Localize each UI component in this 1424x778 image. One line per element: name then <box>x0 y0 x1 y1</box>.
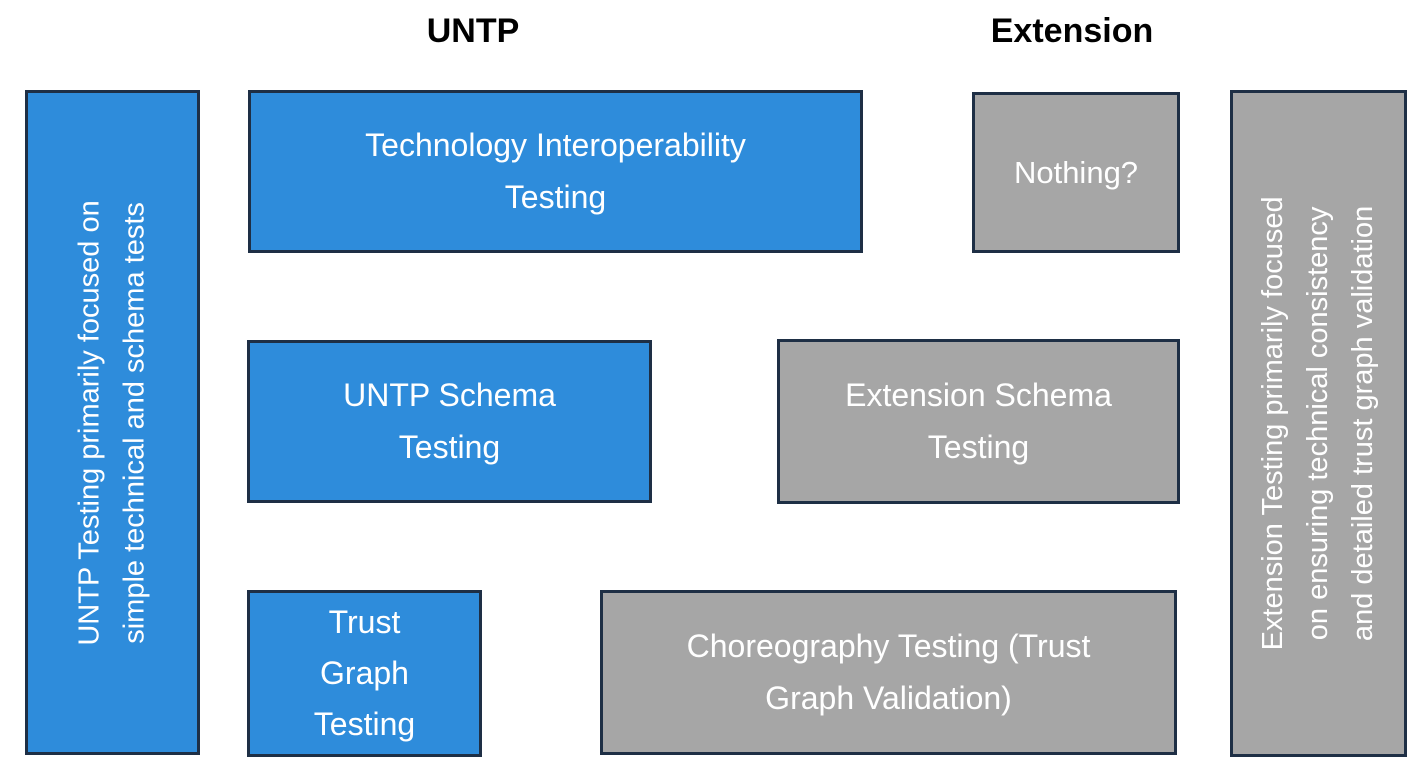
nothing-box: Nothing? <box>972 92 1180 253</box>
untp-summary-bar: UNTP Testing primarily focused on simple… <box>25 90 200 755</box>
extension-schema-line-1: Extension Schema <box>845 377 1112 414</box>
nothing-line-1: Nothing? <box>1013 154 1139 190</box>
untp-summary-bar-text: UNTP Testing primarily focused on simple… <box>68 90 158 755</box>
extension-schema-line-2: Testing <box>927 428 1030 465</box>
trust-graph-line-2: Graph <box>320 654 409 691</box>
trust-graph-line-1: Trust <box>328 603 401 640</box>
extension-summary-line-1: Extension Testing primarily focused <box>1257 196 1290 651</box>
choreography-testing-box: Choreography Testing (Trust Graph Valida… <box>600 590 1177 755</box>
choreography-line-2: Graph Validation) <box>765 679 1012 716</box>
extension-summary-bar: Extension Testing primarily focused on e… <box>1230 90 1407 757</box>
untp-summary-line-2: simple technical and schema tests <box>118 201 151 644</box>
technology-interoperability-line-1: Technology Interoperability <box>365 127 746 164</box>
choreography-line-1: Choreography Testing (Trust <box>686 628 1091 665</box>
technology-interoperability-line-2: Testing <box>504 178 607 215</box>
column-header-untp: UNTP <box>426 12 520 50</box>
extension-summary-line-2: on ensuring technical consistency <box>1302 206 1335 641</box>
extension-summary-bar-text: Extension Testing primarily focused on e… <box>1251 90 1386 757</box>
untp-schema-testing-box: UNTP Schema Testing <box>247 340 652 503</box>
extension-schema-testing-box: Extension Schema Testing <box>777 339 1180 504</box>
extension-summary-line-3: and detailed trust graph validation <box>1346 205 1379 642</box>
trust-graph-line-3: Testing <box>313 706 416 743</box>
untp-summary-line-1: UNTP Testing primarily focused on <box>73 199 106 646</box>
column-header-extension: Extension <box>990 12 1154 50</box>
trust-graph-testing-box: Trust Graph Testing <box>247 590 482 757</box>
untp-schema-line-2: Testing <box>398 428 501 465</box>
technology-interoperability-testing-box: Technology Interoperability Testing <box>248 90 863 253</box>
untp-schema-line-1: UNTP Schema <box>343 377 556 414</box>
